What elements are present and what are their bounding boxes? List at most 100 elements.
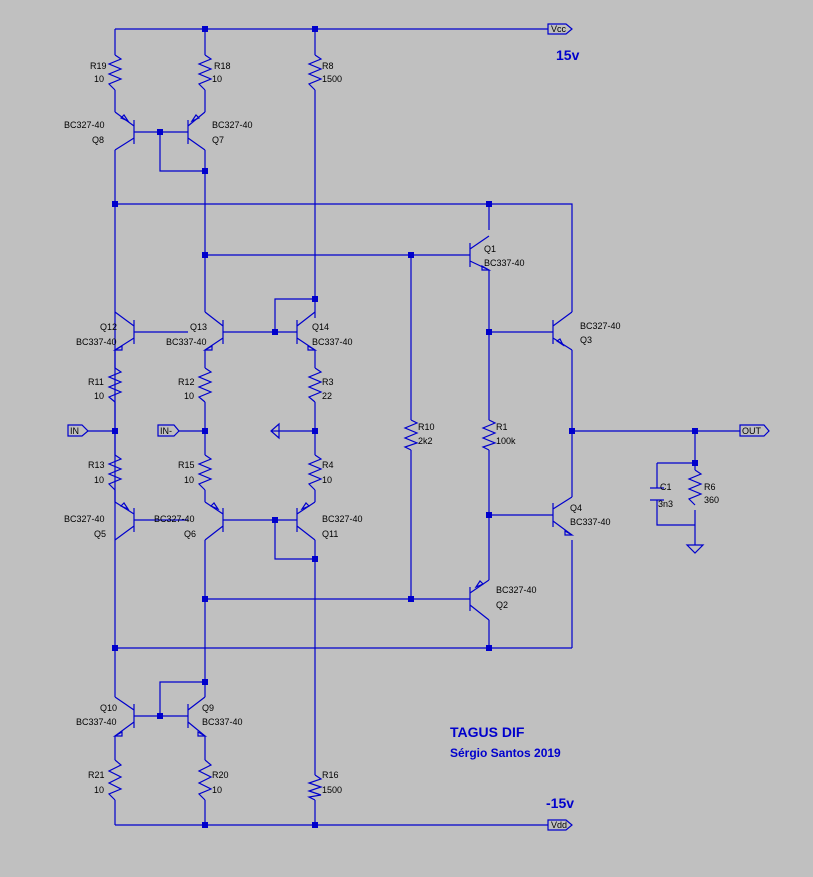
label-R4-name: R4: [322, 460, 334, 470]
resistor-R1: [481, 419, 497, 451]
label-Q6-model: BC327-40: [154, 514, 195, 524]
label-R18-name: R18: [214, 61, 231, 71]
vdd-rail: [114, 800, 548, 826]
label-R21-value: 10: [94, 785, 104, 795]
label-R8-name: R8: [322, 61, 334, 71]
label-Q2-name: Q2: [496, 600, 508, 610]
transistor-Q5: [114, 501, 135, 541]
svg-text:Vcc: Vcc: [551, 24, 567, 34]
label-R19-name: R19: [90, 61, 107, 71]
label-Q13-model: BC337-40: [166, 337, 207, 347]
transistor-Q14: [296, 311, 318, 351]
label-Q11-name: Q11: [322, 529, 338, 539]
label-Q10-name: Q10: [100, 703, 117, 713]
wires: [88, 28, 740, 826]
label-Q8-name: Q8: [92, 135, 104, 145]
port-in-neg: IN-: [157, 424, 180, 437]
label-R16-value: 1500: [322, 785, 342, 795]
label-Q11-model: BC327-40: [322, 514, 363, 524]
resistor-R19: [107, 54, 123, 91]
label-Q7-name: Q7: [212, 135, 224, 145]
label-Q12-model: BC337-40: [76, 337, 117, 347]
label-Q2-model: BC327-40: [496, 585, 537, 595]
label-R3-name: R3: [322, 377, 334, 387]
label-Q1-model: BC337-40: [484, 258, 525, 268]
resistor-R21: [107, 759, 123, 801]
resistor-R8: [307, 54, 323, 91]
resistor-R18: [197, 54, 213, 91]
label-Q3-name: Q3: [580, 335, 592, 345]
resistor-R4: [307, 454, 323, 491]
component-labels: R19 10 R18 10 R8 1500 BC327-40 Q8 BC327-…: [64, 61, 719, 795]
label-Q5-model: BC327-40: [64, 514, 105, 524]
label-Q14-model: BC337-40: [312, 337, 353, 347]
transistor-Q11: [296, 501, 316, 541]
label-Q4-model: BC337-40: [570, 517, 611, 527]
label-Q9-name: Q9: [202, 703, 214, 713]
transistor-Q12: [112, 311, 135, 351]
label-R6-value: 360: [704, 495, 719, 505]
label-C1-name: C1: [660, 482, 672, 492]
svg-text:IN-: IN-: [160, 426, 172, 436]
label-Q14-name: Q14: [312, 322, 329, 332]
transistor-Q1: [469, 235, 492, 271]
resistor-R12: [197, 367, 213, 403]
label-R3-value: 22: [322, 391, 332, 401]
transistors: [112, 111, 575, 737]
label-R18-value: 10: [212, 74, 222, 84]
label-R4-value: 10: [322, 475, 332, 485]
transistor-Q8: [114, 111, 135, 151]
label-Q3-model: BC327-40: [580, 321, 621, 331]
ground-icon: [685, 544, 705, 554]
label-R21-name: R21: [88, 770, 105, 780]
schematic-author: Sérgio Santos 2019: [450, 746, 561, 760]
resistor-R11: [107, 367, 123, 403]
supply-positive-label: 15v: [556, 47, 580, 63]
label-R10-value: 2k2: [418, 436, 433, 446]
transistor-Q13: [202, 311, 224, 351]
label-Q8-model: BC327-40: [64, 120, 105, 130]
resistor-R10: [403, 419, 419, 451]
resistor-R3: [307, 367, 323, 403]
label-R15-value: 10: [184, 475, 194, 485]
transistor-Q7: [187, 111, 206, 151]
label-Q10-model: BC337-40: [76, 717, 117, 727]
label-Q4-name: Q4: [570, 503, 582, 513]
capacitor-C1: [650, 487, 664, 501]
label-Q7-model: BC327-40: [212, 120, 253, 130]
label-R1-value: 100k: [496, 436, 516, 446]
transistor-Q9: [187, 696, 208, 737]
label-R10-name: R10: [418, 422, 435, 432]
port-vdd: Vdd: [547, 819, 573, 831]
junction-dots: [112, 26, 698, 828]
label-Q13-name: Q13: [190, 322, 207, 332]
svg-text:Vdd: Vdd: [551, 820, 567, 830]
svg-text:IN: IN: [70, 426, 79, 436]
port-vcc: Vcc: [547, 23, 573, 35]
label-R1-name: R1: [496, 422, 508, 432]
label-R11-name: R11: [88, 377, 104, 387]
label-C1-value: 3n3: [658, 499, 673, 509]
label-R6-name: R6: [704, 482, 716, 492]
resistor-R6: [687, 469, 703, 506]
label-R20-name: R20: [212, 770, 229, 780]
label-Q5-name: Q5: [94, 529, 106, 539]
label-R15-name: R15: [178, 460, 195, 470]
port-out: OUT: [739, 424, 770, 437]
svg-text:OUT: OUT: [742, 426, 762, 436]
label-R12-value: 10: [184, 391, 194, 401]
transistor-Q6: [204, 501, 224, 541]
label-Q12-name: Q12: [100, 322, 117, 332]
resistors: [107, 54, 703, 801]
label-Q1-name: Q1: [484, 244, 496, 254]
supply-negative-label: -15v: [546, 795, 574, 811]
resistor-R20: [197, 759, 213, 801]
transistor-Q10: [112, 696, 135, 737]
label-Q6-name: Q6: [184, 529, 196, 539]
resistor-R13: [107, 454, 123, 491]
transistor-Q2: [469, 579, 490, 621]
label-R11-value: 10: [94, 391, 104, 401]
label-Q9-model: BC337-40: [202, 717, 243, 727]
transistor-Q4: [552, 496, 575, 536]
